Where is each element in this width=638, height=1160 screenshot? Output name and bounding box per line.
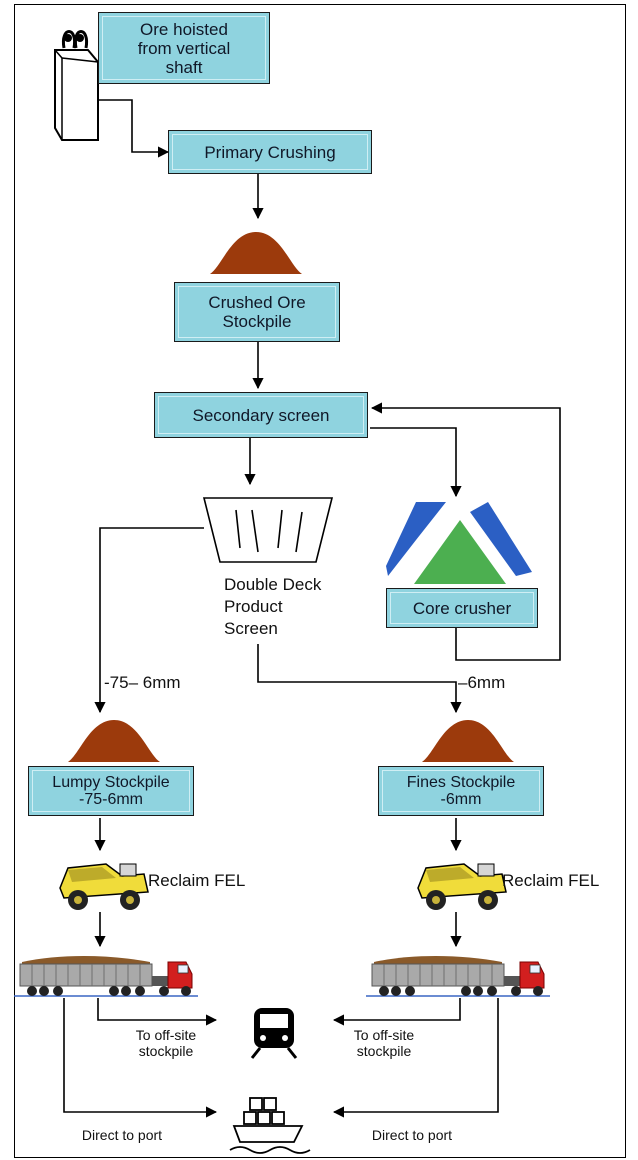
ore-pile-icon xyxy=(68,720,160,762)
train-icon xyxy=(250,1008,298,1059)
lumpy-size-label: -75– 6mm xyxy=(104,673,181,692)
fines-stockpile-box: Fines Stockpile -6mm xyxy=(378,766,544,816)
ore-hoisted-box: Ore hoisted from vertical shaft xyxy=(98,12,270,84)
arrow-crusher-return xyxy=(370,402,561,661)
direct-to-port-right-label: Direct to port xyxy=(371,1127,453,1143)
core-crusher-box: Core crusher xyxy=(386,588,538,628)
arrow-right-to-port xyxy=(332,998,499,1118)
direct-to-port-left-label: Direct to port xyxy=(81,1127,163,1143)
road-train-icon xyxy=(13,955,199,997)
primary-crushing-box: Primary Crushing xyxy=(168,130,372,174)
reclaim-fel-right-label: Reclaim FEL xyxy=(502,871,600,890)
ore-pile-icon xyxy=(210,232,302,274)
double-deck-screen-label: Double Deck Product Screen xyxy=(224,575,322,638)
reclaim-fel-left-label: Reclaim FEL xyxy=(148,871,246,890)
lumpy-stockpile-box: Lumpy Stockpile -75-6mm xyxy=(28,766,194,816)
arrow-left-to-rail xyxy=(97,998,218,1026)
haul-truck-icon xyxy=(59,863,149,911)
offsite-stockpile-right-label: To off-site stockpile xyxy=(353,1027,415,1059)
arrow-screen-to-fines xyxy=(257,644,462,714)
offsite-stockpile-left-label: To off-site stockpile xyxy=(135,1027,197,1059)
arrow-hoist-to-primary xyxy=(98,99,170,158)
haul-truck-icon xyxy=(417,863,507,911)
flow-connectors xyxy=(63,40,561,1118)
road-train-icon xyxy=(365,955,551,997)
cone-crusher-icon xyxy=(386,502,532,584)
arrow-screen-to-lumpy xyxy=(94,527,204,714)
arrow-left-to-port xyxy=(63,998,218,1118)
vibrating-screen-icon xyxy=(202,497,334,563)
mine-hoist-icon xyxy=(54,30,99,141)
arrow-right-to-rail xyxy=(332,998,461,1026)
cargo-ship-icon xyxy=(229,1097,311,1154)
ore-pile-icon xyxy=(422,720,514,762)
arrow-secondary-to-crusher xyxy=(370,427,462,498)
secondary-screen-box: Secondary screen xyxy=(154,392,368,438)
fines-size-label: –6mm xyxy=(458,673,506,692)
crushed-ore-stockpile-box: Crushed Ore Stockpile xyxy=(174,282,340,342)
